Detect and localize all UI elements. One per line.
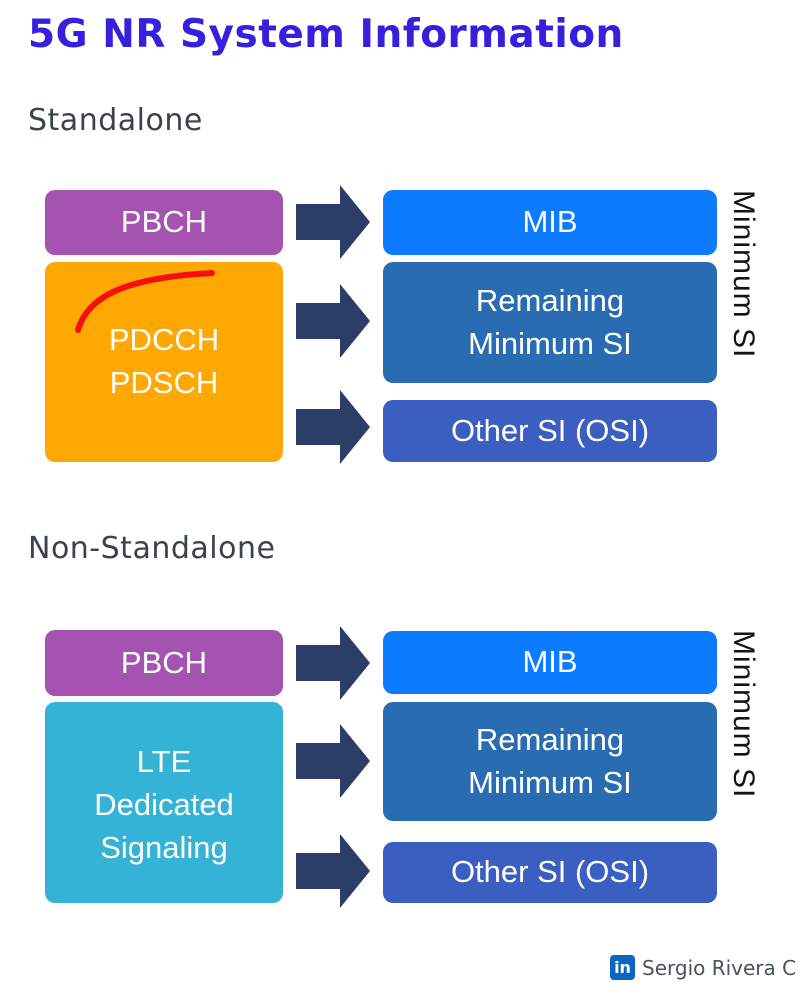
standalone-rmsi-box: Remaining Minimum SI [383,262,717,383]
nonstandalone-pbch-label: PBCH [120,644,208,680]
standalone-rmsi-line2: Minimum SI [468,325,632,361]
arrow-right-icon [296,834,370,908]
standalone-channel-line1: PDCCH [108,322,220,358]
standalone-heading: Standalone [28,103,203,138]
nonstandalone-osi-label: Other SI (OSI) [450,854,650,890]
arrow-right-icon [296,626,370,700]
arrow-right-icon [296,390,370,464]
standalone-rmsi-line1: Remaining [475,282,625,318]
nonstandalone-lte-signaling-box: LTE Dedicated Signaling [45,702,283,903]
standalone-osi-box: Other SI (OSI) [383,400,717,462]
nonstandalone-mib-box: MIB [383,631,717,694]
nonstandalone-rmsi-line1: Remaining [475,721,625,757]
standalone-pdcch-pdsch-box: PDCCH PDSCH [45,262,283,462]
arrow-right-icon [296,185,370,259]
nonstandalone-rmsi-line2: Minimum SI [468,764,632,800]
nonstandalone-osi-box: Other SI (OSI) [383,842,717,903]
arrow-right-icon [296,724,370,798]
nonstandalone-rmsi-box: Remaining Minimum SI [383,702,717,821]
nonstandalone-mib-label: MIB [522,644,578,680]
nonstandalone-channel-line1: LTE [136,744,192,780]
nonstandalone-channel-line2: Dedicated [94,787,234,823]
standalone-minimum-si-side-label: Minimum SI [727,190,760,359]
author-name: Sergio Rivera C [642,955,797,980]
linkedin-icon: in [610,955,635,980]
nonstandalone-pbch-box: PBCH [45,630,283,696]
standalone-pbch-label: PBCH [120,204,208,240]
nonstandalone-channel-line3: Signaling [100,829,228,865]
attribution: in Sergio Rivera C [610,955,796,980]
standalone-mib-label: MIB [522,204,578,240]
nonstandalone-minimum-si-side-label: Minimum SI [727,630,760,799]
standalone-pbch-box: PBCH [45,190,283,255]
standalone-osi-label: Other SI (OSI) [450,412,650,448]
page-title: 5G NR System Information [28,12,624,57]
nonstandalone-heading: Non-Standalone [28,531,276,566]
standalone-mib-box: MIB [383,190,717,255]
arrow-right-icon [296,284,370,358]
standalone-channel-line2: PDSCH [109,365,219,400]
